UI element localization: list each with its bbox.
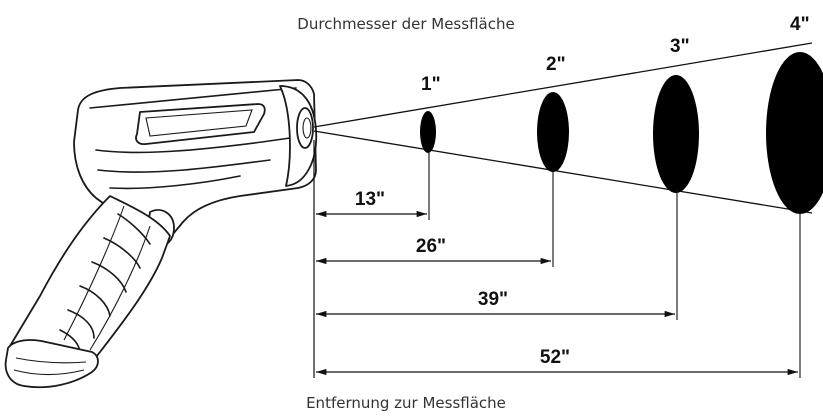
cone-upper-edge [313, 42, 813, 128]
spot-diameter-label: 2" [546, 54, 566, 75]
spot-distance-label: 13" [355, 189, 385, 210]
infrared-thermometer-icon [4, 79, 318, 389]
spot-distance-label: 26" [416, 236, 446, 257]
field-of-view-cone [313, 42, 813, 214]
top-caption: Durchmesser der Messfläche [297, 15, 514, 33]
spot-ellipse [766, 52, 823, 214]
cone-lower-edge [313, 130, 813, 214]
spot-diameter-label: 3" [670, 36, 690, 57]
measurement-spots [420, 52, 823, 214]
spot-ellipse [537, 92, 569, 172]
spot-diameter-label: 4" [790, 14, 810, 35]
spot-ellipse [420, 111, 436, 153]
bottom-caption: Entfernung zur Messfläche [306, 394, 506, 412]
spot-ellipse [653, 75, 699, 193]
spot-diameter-label: 1" [421, 74, 441, 95]
spot-distance-label: 52" [540, 347, 570, 368]
spot-distance-label: 39" [478, 289, 508, 310]
